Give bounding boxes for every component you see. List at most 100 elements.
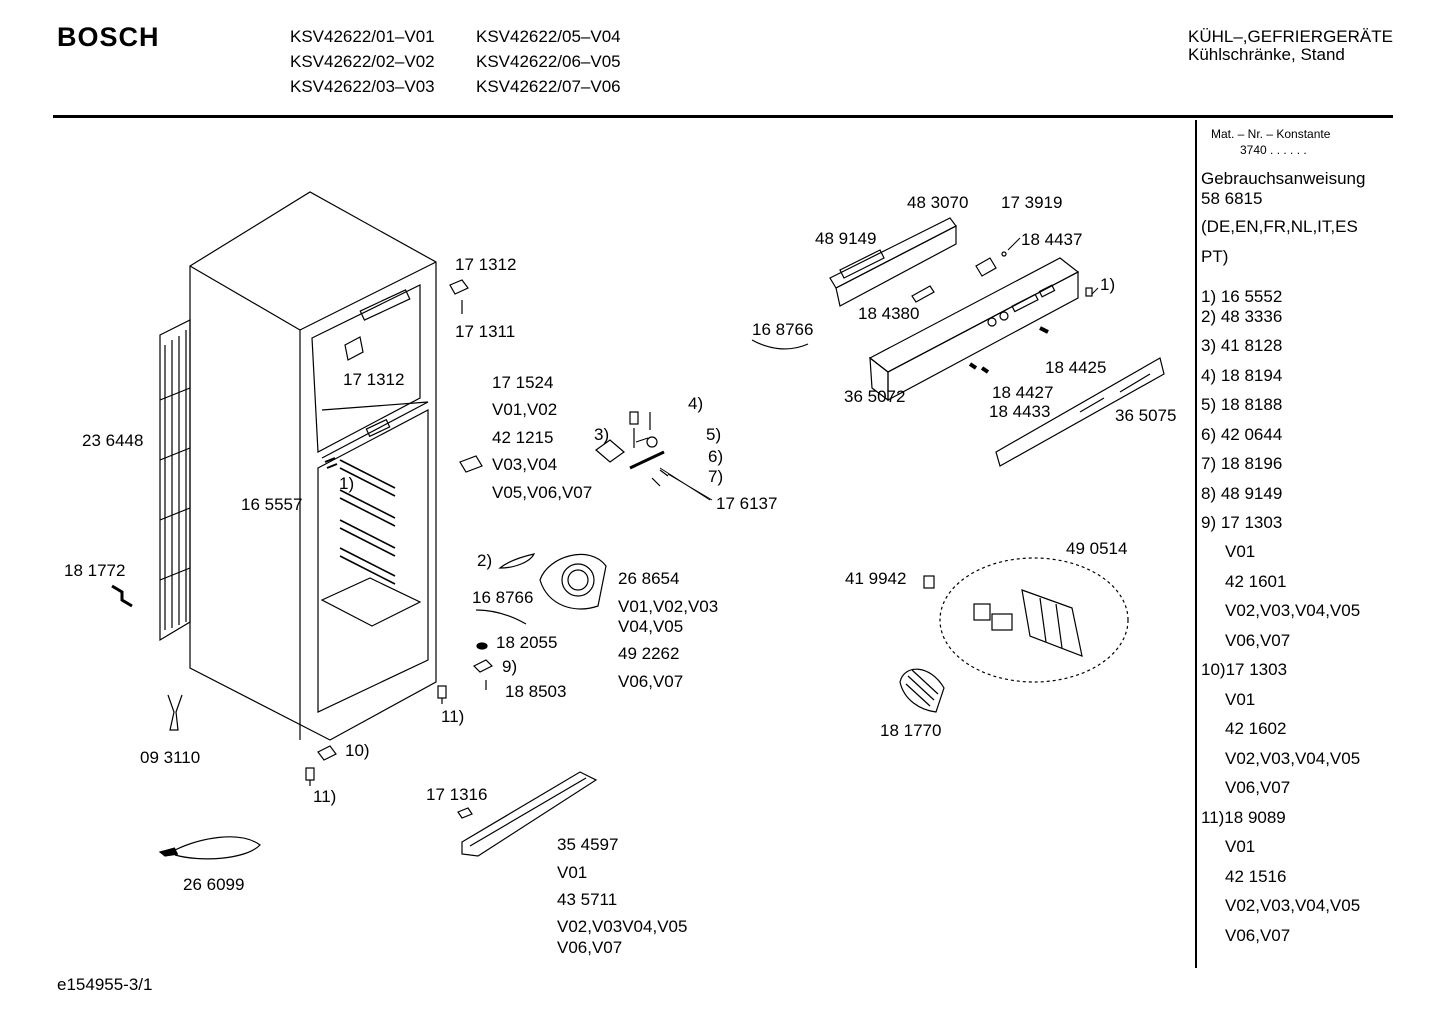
lamp-socket	[973, 603, 1013, 631]
model-item: KSV42622/02–V02	[290, 52, 435, 71]
ref-item: 6) 42 0644	[1201, 425, 1283, 444]
drawing-code: e154955-3/1	[57, 975, 153, 994]
sidebar-rule	[1195, 120, 1197, 968]
part-label: 17 1316	[426, 785, 488, 804]
part-label: 41 9942	[845, 569, 907, 588]
ref-item: V01	[1225, 542, 1256, 561]
part-label: 6)	[708, 447, 724, 466]
part-label: 17 6137	[716, 494, 778, 513]
knob-part	[968, 362, 990, 374]
part-label: 18 4427	[992, 383, 1054, 402]
part-label: 9)	[502, 657, 518, 676]
part-label: 7)	[708, 467, 724, 486]
manual-number: 58 6815	[1201, 189, 1263, 208]
ref-item: 10)17 1303	[1201, 660, 1288, 679]
lamp-part	[1001, 251, 1007, 257]
ref-item: V01	[1225, 690, 1256, 709]
plug-part	[476, 642, 488, 650]
part-label: 4)	[688, 394, 704, 413]
part-label: 16 5557	[241, 495, 303, 514]
part-label: 36 5072	[844, 387, 906, 406]
condenser-coil	[159, 319, 191, 642]
part-label: 49 2262	[618, 644, 680, 663]
part-label: 18 4425	[1045, 358, 1107, 377]
part-label: 11)	[313, 787, 337, 806]
knob-part	[1039, 326, 1049, 334]
hinge-assembly	[595, 411, 669, 487]
lamp-assembly-outline	[939, 557, 1129, 683]
ref-item: 4) 18 8194	[1201, 366, 1283, 385]
bosch-logo: BOSCH	[57, 22, 160, 52]
manual-languages: (DE,EN,FR,NL,IT,ES	[1201, 217, 1358, 236]
door-handle	[461, 771, 598, 857]
mat-label: Mat. – Nr. – Konstante	[1211, 127, 1331, 141]
fan-cover	[498, 553, 607, 610]
ref-item: 42 1516	[1225, 867, 1287, 886]
ref-item: V02,V03,V04,V05	[1225, 601, 1361, 620]
part-label: V05,V06,V07	[492, 483, 593, 502]
ref-item: 42 1601	[1225, 572, 1287, 591]
ref-item: V02,V03,V04,V05	[1225, 749, 1361, 768]
ref-item: V06,V07	[1225, 778, 1291, 797]
hinge-part	[324, 457, 338, 469]
part-label: V01	[557, 863, 588, 882]
lamp-grille	[899, 668, 945, 713]
ref-item: 9) 17 1303	[1201, 513, 1283, 532]
part-label: 17 1524	[492, 373, 554, 392]
model-list-2: KSV42622/05–V04 KSV42622/06–V05 KSV42622…	[476, 24, 621, 99]
lamp-bulb	[923, 575, 935, 589]
cap-part	[457, 807, 473, 819]
part-label: 11)	[441, 707, 465, 726]
part-label: 48 9149	[815, 229, 877, 248]
ref-item: V06,V07	[1225, 631, 1291, 650]
filter-part	[167, 694, 183, 731]
part-label: 23 6448	[82, 431, 144, 450]
part-label: 18 2055	[496, 633, 558, 652]
fridge-cabinet	[189, 191, 437, 741]
part-label: 48 3070	[907, 193, 969, 212]
control-panel	[868, 257, 1080, 402]
part-label: 18 8503	[505, 682, 567, 701]
part-label: 1)	[339, 474, 355, 493]
leader-lines	[635, 237, 1099, 501]
manual-languages: PT)	[1201, 247, 1229, 266]
part-label: 17 1312	[455, 255, 517, 274]
part-label: 35 4597	[557, 835, 619, 854]
cover-part	[472, 659, 494, 673]
part-label: 18 1770	[880, 721, 942, 740]
knob-part	[975, 257, 997, 277]
part-label: 17 3919	[1001, 193, 1063, 212]
screw-part	[1085, 287, 1093, 297]
header-rule	[53, 115, 1393, 118]
ref-item: 2) 48 3336	[1201, 307, 1283, 326]
switch-part	[911, 285, 935, 303]
category-title: KÜHL–,GEFRIERGERÄTE	[1188, 27, 1393, 46]
sensor-part	[475, 609, 527, 625]
ref-item: 5) 18 8188	[1201, 395, 1283, 414]
part-label: V01,V02	[492, 400, 558, 419]
hinge-part	[449, 279, 469, 295]
ref-item: 1) 16 5552	[1201, 287, 1283, 306]
model-item: KSV42622/01–V01	[290, 27, 435, 46]
part-label: 2)	[477, 551, 493, 570]
part-label: 09 3110	[140, 748, 201, 767]
sensor-part	[751, 339, 809, 350]
part-label: V02,V03V04,V05	[557, 917, 688, 936]
ref-item: V06,V07	[1225, 926, 1291, 945]
part-label: V06,V07	[557, 938, 623, 957]
part-label: 49 0514	[1066, 539, 1128, 558]
model-item: KSV42622/03–V03	[290, 77, 435, 96]
part-label: 1)	[1100, 275, 1116, 294]
part-label: 16 8766	[472, 588, 534, 607]
part-label: 26 6099	[183, 875, 245, 894]
ref-item: 11)18 9089	[1201, 808, 1286, 827]
part-label: 26 8654	[618, 569, 680, 588]
model-item: KSV42622/06–V05	[476, 52, 621, 71]
cover-part	[317, 745, 337, 761]
part-label: V03,V04	[492, 455, 558, 474]
ref-item: V01	[1225, 837, 1256, 856]
cover-part	[459, 455, 483, 473]
ref-item: 42 1602	[1225, 719, 1287, 738]
power-cable	[158, 836, 261, 860]
